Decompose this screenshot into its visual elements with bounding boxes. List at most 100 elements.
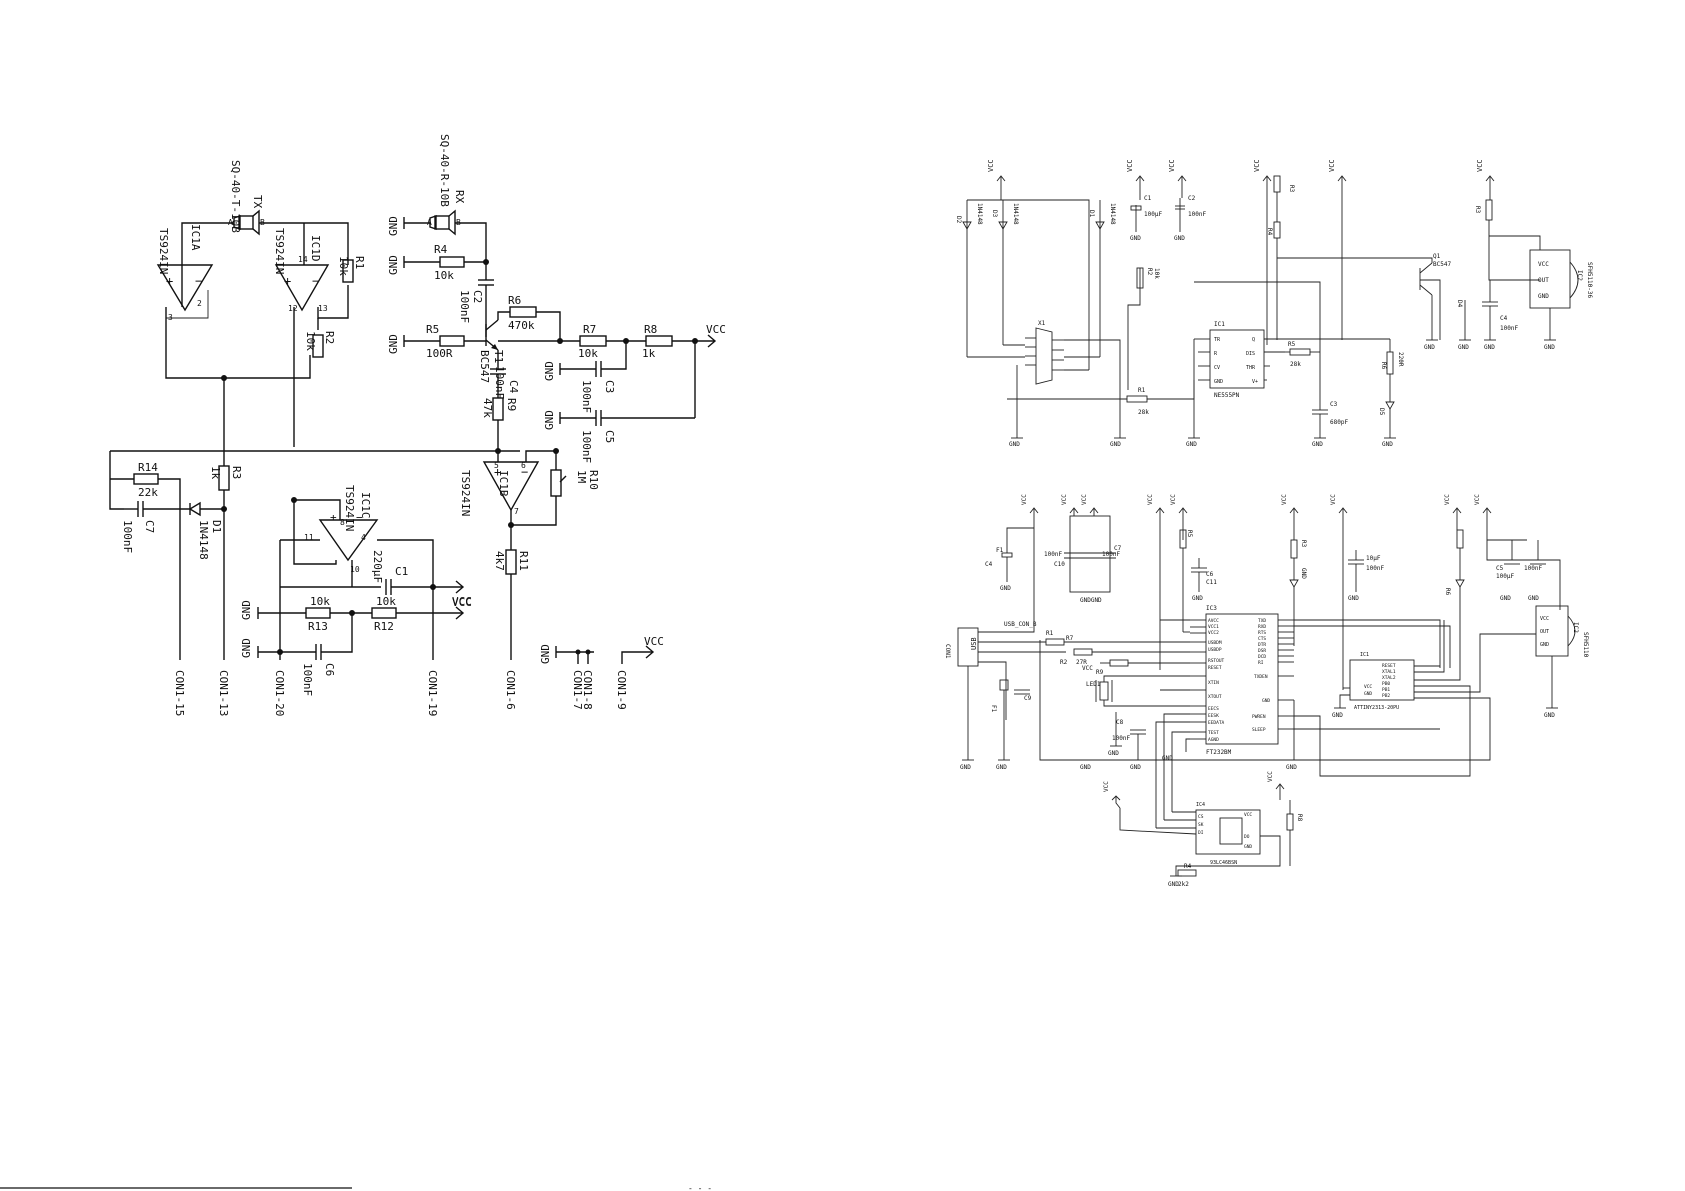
gnd-label-c5: GND [543,410,556,430]
svg-text:+: + [494,465,501,479]
svg-text:RSTOUT: RSTOUT [1208,658,1225,664]
ic1d-pin-14: 14 [298,255,308,264]
rt-r1-ref: R1 [1138,387,1146,394]
rt-r3-ref: R3 [1288,185,1295,193]
right-top-schematic: VCC VCC VCC VCC VCC VCC D2 D3 D1 1N4148 … [955,159,1593,448]
capacitor-c5: C5 100nF [580,410,616,463]
c3-value: 100nF [580,380,593,413]
svg-text:VCC: VCC [1474,494,1481,505]
svg-text:GND: GND [1130,764,1141,771]
con1-20-label: CON1-20 [273,670,286,716]
vcc-label-con: VCC [644,635,664,648]
svg-text:DSR: DSR [1258,648,1266,654]
diode-d1: D1 1N4148 [188,501,223,560]
svg-text:VCC: VCC [1061,494,1068,505]
ic1a-pin-3: 3 [168,313,173,322]
gnd-label-rx: GND [387,216,400,236]
d1-ref: D1 [210,520,223,533]
rt-q1: Q1 BC547 [1419,253,1451,296]
svg-text:VCC: VCC [1126,159,1134,172]
svg-text:GND: GND [1108,750,1119,757]
svg-text:SK: SK [1198,822,1204,828]
t1-part: BC547 [478,350,491,383]
svg-text:GND: GND [960,764,971,771]
svg-text:GND: GND [1186,441,1197,448]
resistor-r1: R1 10k [337,256,366,283]
footer-text: - - - [688,1184,712,1191]
c6-value: 100nF [301,663,314,696]
svg-text:27R: 27R [1076,659,1087,666]
svg-text:GND: GND [1424,344,1435,351]
ic1a-part: TS924IN [157,228,170,274]
c1-value: 220µF [371,550,384,583]
capacitor-c2: C2 100nF [458,279,494,323]
d1-part: 1N4148 [197,520,210,560]
speaker-tx-part: SQ-40-T-10B [229,160,242,233]
capacitor-c4: C4 100nF [490,366,520,399]
rt-ic1-ref: IC1 [1214,321,1225,328]
svg-text:GND: GND [1286,764,1297,771]
svg-text:−: − [356,511,363,524]
speaker-rx-part: SQ-40-R-10B [438,134,451,207]
svg-text:100nF: 100nF [1366,565,1384,572]
svg-text:OUT: OUT [1540,629,1549,635]
svg-text:VCC: VCC [1281,494,1288,505]
svg-text:VCC: VCC [1267,771,1274,782]
rb-r4-ref: R4 [1184,863,1192,870]
rb-c8-ref: C7 [1114,545,1122,552]
svg-text:GND: GND [1080,764,1091,771]
rt-r2-ref: R2 [1146,268,1153,276]
svg-text:+: + [284,274,291,288]
ic1c-ref: IC1C [359,492,372,519]
resistor-r3: R3 1k [209,465,243,491]
svg-text:VCC2: VCC2 [1208,630,1219,636]
ic1c-pin-10: 10 [350,565,360,574]
rb-ic4-ref: IC4 [1196,802,1205,808]
svg-text:RESET: RESET [1382,663,1396,669]
ic1b-pin-6: 6 [521,461,526,470]
svg-text:TXDEN: TXDEN [1254,674,1268,680]
ic1d-part: TS924IN [273,228,286,274]
svg-text:VCC: VCC [1540,616,1549,622]
rb-ic2-part: SFH5110 [1582,632,1589,658]
svg-text:RESET: RESET [1208,665,1222,671]
opamp-ic1d: + − IC1D TS924IN 14 12 13 [273,228,330,313]
rb-r8-ref: R6 [1444,588,1451,596]
opamp-ic1c: + − IC1C TS924IN 8 11 4 10 [304,485,379,574]
rt-r2-value: 10k [1153,268,1160,279]
svg-text:GNDGND: GNDGND [1080,597,1102,604]
rb-ic4-part: 93LC46BSN [1210,860,1237,866]
svg-text:DI: DI [1198,830,1204,836]
svg-text:XTAL1: XTAL1 [1382,669,1396,675]
gnd-label-c3: GND [543,361,556,381]
r5-value: 100R [426,347,453,360]
gnd-label-con: GND [539,644,552,664]
rt-d4-ref: D4 [1456,300,1463,308]
svg-text:GND: GND [1500,595,1511,602]
svg-text:GND: GND [1332,712,1343,719]
svg-text:GND: GND [1244,844,1252,850]
svg-text:V+: V+ [1252,379,1258,385]
ic1b-pin-7: 7 [514,507,519,516]
capacitor-c6: C6 100nF [301,644,336,696]
svg-text:CS: CS [1198,814,1204,820]
rt-r1-value: 28k [1138,409,1149,416]
vcc-label-c1: VCC [452,596,472,609]
opamp-ic1b: + − IC1B TS924IN 6 5 7 [459,461,540,516]
svg-text:VCC1: VCC1 [1208,624,1219,630]
svg-text:XTIN: XTIN [1208,680,1219,686]
r7-value: 10k [578,347,598,360]
svg-text:DO: DO [1244,834,1250,840]
rb-con1-ref: CON1 [944,644,951,659]
svg-text:GND: GND [1162,755,1173,762]
r14-ref: R14 [138,461,158,474]
rb-led1-ref: GND [1300,568,1307,579]
ic1d-pin-13: 13 [318,304,328,313]
rt-ic2-ref: IC2 [1576,270,1583,281]
rt-c4-ref: C4 [1500,315,1508,322]
r13-ref: R13 [308,620,328,633]
rt-connector-x1: X1 [1025,320,1064,385]
c2-ref: C2 [471,290,484,303]
svg-text:VCC: VCC [1538,261,1549,268]
r6-ref: R6 [508,294,521,307]
